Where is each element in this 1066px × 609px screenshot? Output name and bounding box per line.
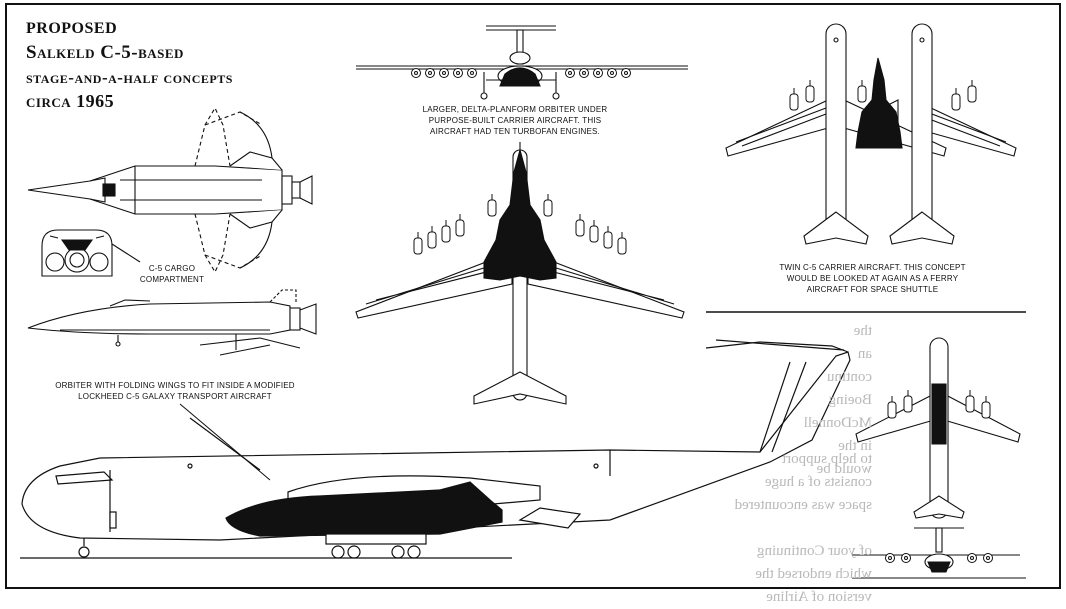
cargo-compartment-section — [41, 229, 141, 277]
c5-small-plan-view — [855, 337, 1021, 519]
leader-line — [179, 403, 271, 481]
title-line-2: Salkeld C-5-based — [26, 42, 184, 63]
technical-drawing — [5, 3, 1061, 589]
title-line-1: PROPOSED — [26, 20, 118, 37]
page-border — [5, 3, 1061, 589]
carrier-front-view — [356, 25, 688, 100]
cargo-compartment-caption: C-5 CARGO COMPARTMENT — [139, 264, 205, 284]
diagram-sheet: PROPOSED Salkeld C-5-based stage-and-a-h… — [5, 3, 1061, 605]
carrier-plan-view — [355, 142, 685, 405]
title-line-3: stage-and-a-half concepts — [26, 68, 233, 87]
folding-wing-orbiter-side-view — [27, 289, 317, 356]
folding-wings-caption: ORBITER WITH FOLDING WINGS TO FIT INSIDE… — [55, 381, 295, 401]
c5-galaxy-side-view — [20, 339, 851, 559]
bleed-through-text-2: to help support consists of a huge space… — [734, 451, 872, 605]
delta-planform-caption: LARGER, DELTA-PLANFORM ORBITER UNDER PUR… — [422, 105, 608, 136]
c5-small-front-view — [852, 527, 1026, 579]
title-line-4: circa 1965 — [26, 91, 115, 111]
twin-carrier-caption: TWIN C-5 CARRIER AIRCRAFT. THIS CONCEPT … — [779, 263, 966, 294]
folding-wing-orbiter-plan-view — [27, 106, 313, 274]
twin-c5-carrier-plan-view — [725, 23, 1017, 245]
